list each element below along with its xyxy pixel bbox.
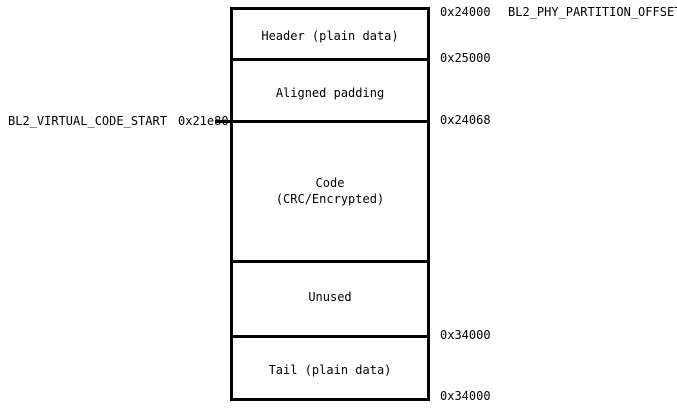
address-label-bottom: 0x34000 [440,389,491,403]
divider-header-padding [230,58,430,61]
left-address-virtual-code-start: 0x21e80 [178,114,229,128]
address-label-code-start: 0x24068 [440,113,491,127]
region-label-code-line2: (CRC/Encrypted) [275,192,385,206]
right-symbol-phy-partition-offset: BL2_PHY_PARTITION_OFFSET [508,5,677,19]
address-label-top: 0x24000 [440,5,491,19]
region-label-code-line1: Code [315,176,345,190]
region-label-header: Header (plain data) [261,29,399,43]
divider-code-unused [230,260,430,263]
tick-mark-virtual-code-start [215,120,233,123]
address-label-tail-start: 0x34000 [440,328,491,342]
address-label-header-end: 0x25000 [440,51,491,65]
divider-unused-tail [230,335,430,338]
region-label-tail: Tail (plain data) [268,363,392,377]
left-symbol-virtual-code-start: BL2_VIRTUAL_CODE_START [8,114,167,128]
divider-padding-code [230,120,430,123]
region-label-aligned-padding: Aligned padding [275,86,385,100]
region-label-unused: Unused [308,290,352,304]
